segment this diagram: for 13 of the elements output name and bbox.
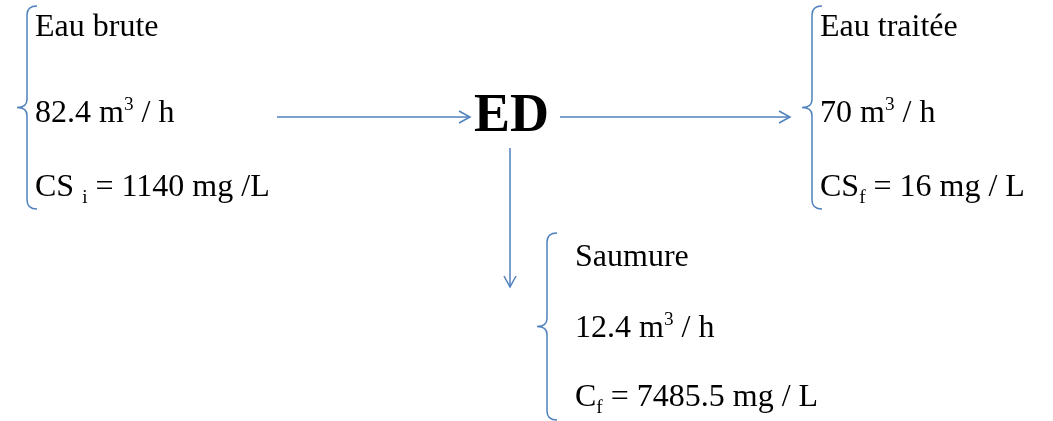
arrow	[276, 110, 471, 124]
stream-label: Saumure	[575, 238, 689, 274]
stream-label: Eau traitée	[820, 8, 958, 44]
arrow	[503, 147, 517, 288]
stream-value: 12.4 m$^{3}$ / h	[575, 308, 715, 344]
stream-value: C$_{f}$ = 7485.5 mg / L	[575, 378, 819, 418]
stream-value: 70 m$^{3}$ / h	[820, 93, 936, 129]
process-label: ED	[474, 84, 549, 144]
arrow	[559, 110, 791, 124]
stream-label: Eau brute	[35, 8, 159, 44]
stream-value: 82.4 m$^{3}$ / h	[35, 93, 175, 129]
stream-value: CS$_{f}$ = 16 mg / L	[820, 168, 1025, 208]
stream-value: CS $_{i}$ = 1140 mg /L	[35, 168, 270, 208]
